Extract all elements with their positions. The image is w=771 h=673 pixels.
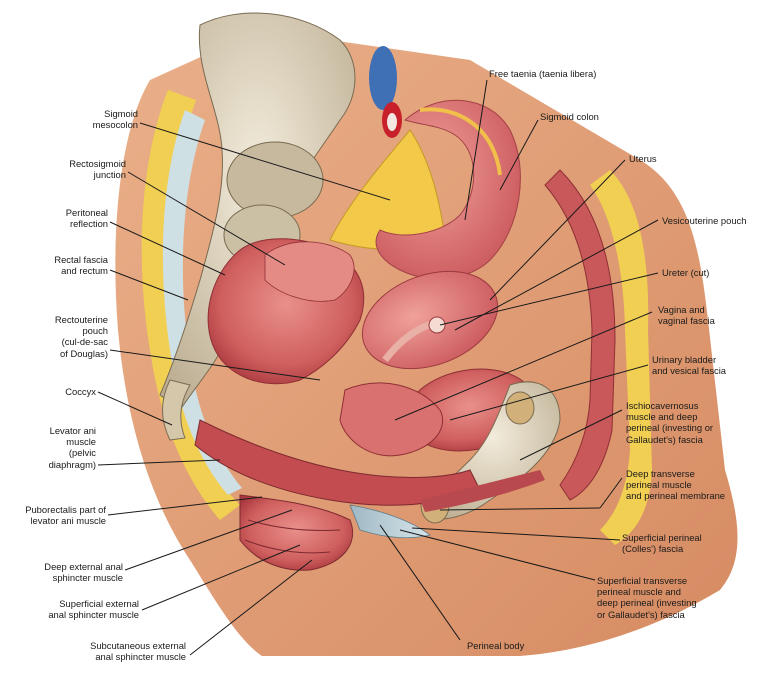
label-puborectalis: Puborectalis part of levator ani muscle bbox=[25, 504, 106, 527]
label-perineal-body: Perineal body bbox=[467, 640, 525, 651]
label-ischiocavernosus: Ischiocavernosus muscle and deep perinea… bbox=[626, 400, 714, 445]
label-sigmoid-mesocolon: Sigmoid mesocolon bbox=[92, 108, 138, 131]
rectosigmoid-shape bbox=[264, 241, 355, 302]
anal-sphincter-shape bbox=[239, 494, 354, 571]
leader-lines-right bbox=[379, 79, 659, 641]
label-superficial-transverse: Superficial transverse perineal muscle a… bbox=[597, 575, 697, 620]
label-levator-ani: Levator ani muscle (pelvic diaphragm) bbox=[48, 425, 96, 470]
vagina-shape bbox=[339, 382, 444, 457]
label-coccyx: Coccyx bbox=[65, 386, 96, 397]
label-superficial-external-anal: Superficial external anal sphincter musc… bbox=[48, 598, 139, 621]
fat-layer-anterior bbox=[590, 170, 652, 545]
sigmoid-colon-shape bbox=[375, 99, 521, 280]
label-ureter: Ureter (cut) bbox=[662, 267, 710, 278]
label-free-taenia: Free taenia (taenia libera) bbox=[489, 68, 597, 79]
ureter-cut-end bbox=[428, 316, 446, 334]
deep-transverse-perineal-shape bbox=[420, 470, 545, 512]
leader-lines-left bbox=[97, 122, 391, 656]
coccyx-bone bbox=[162, 379, 191, 441]
perineal-fascia-shape bbox=[349, 504, 431, 539]
label-vagina: Vagina and vaginal fascia bbox=[658, 304, 715, 327]
label-rectouterine-pouch: Rectouterine pouch (cul-de-sac of Dougla… bbox=[54, 314, 108, 359]
label-uterus: Uterus bbox=[629, 153, 657, 164]
label-vesicouterine-pouch: Vesicouterine pouch bbox=[662, 215, 747, 226]
label-subcutaneous-external-anal: Subcutaneous external anal sphincter mus… bbox=[90, 640, 186, 663]
label-rectal-fascia: Rectal fascia and rectum bbox=[54, 254, 108, 277]
label-superficial-perineal-fascia: Superficial perineal (Colles') fascia bbox=[622, 532, 702, 555]
label-sigmoid-colon: Sigmoid colon bbox=[540, 111, 599, 122]
common-iliac-vein bbox=[369, 46, 397, 110]
label-urinary-bladder: Urinary bladder and vesical fascia bbox=[652, 354, 726, 377]
label-deep-transverse: Deep transverse perineal muscle and peri… bbox=[626, 468, 726, 502]
label-peritoneal-reflection: Peritoneal reflection bbox=[65, 207, 108, 230]
label-deep-external-anal: Deep external anal sphincter muscle bbox=[44, 561, 123, 584]
label-rectosigmoid: Rectosigmoid junction bbox=[69, 158, 126, 181]
